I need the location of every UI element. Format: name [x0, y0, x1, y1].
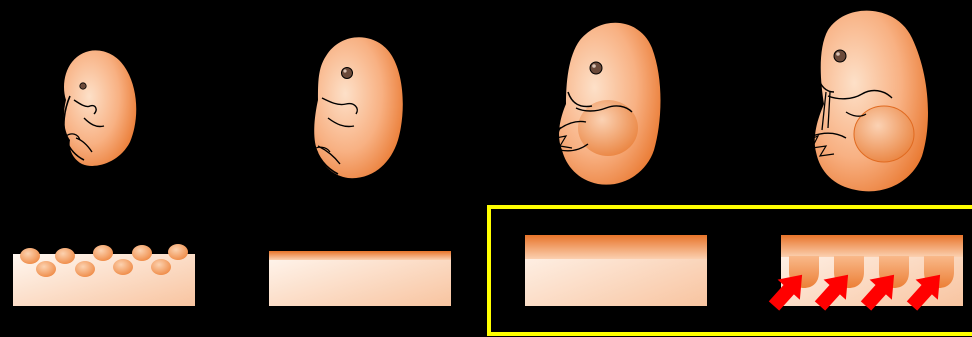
skin-with-bumps — [13, 244, 195, 306]
embryo-early-icon — [64, 50, 136, 166]
skin-thin-layer — [269, 251, 451, 306]
skin-thick-layer — [525, 235, 707, 306]
embryo-fetal-icon — [808, 11, 928, 192]
embryo-mid-icon — [312, 37, 403, 178]
embryo-late-icon — [552, 23, 661, 185]
